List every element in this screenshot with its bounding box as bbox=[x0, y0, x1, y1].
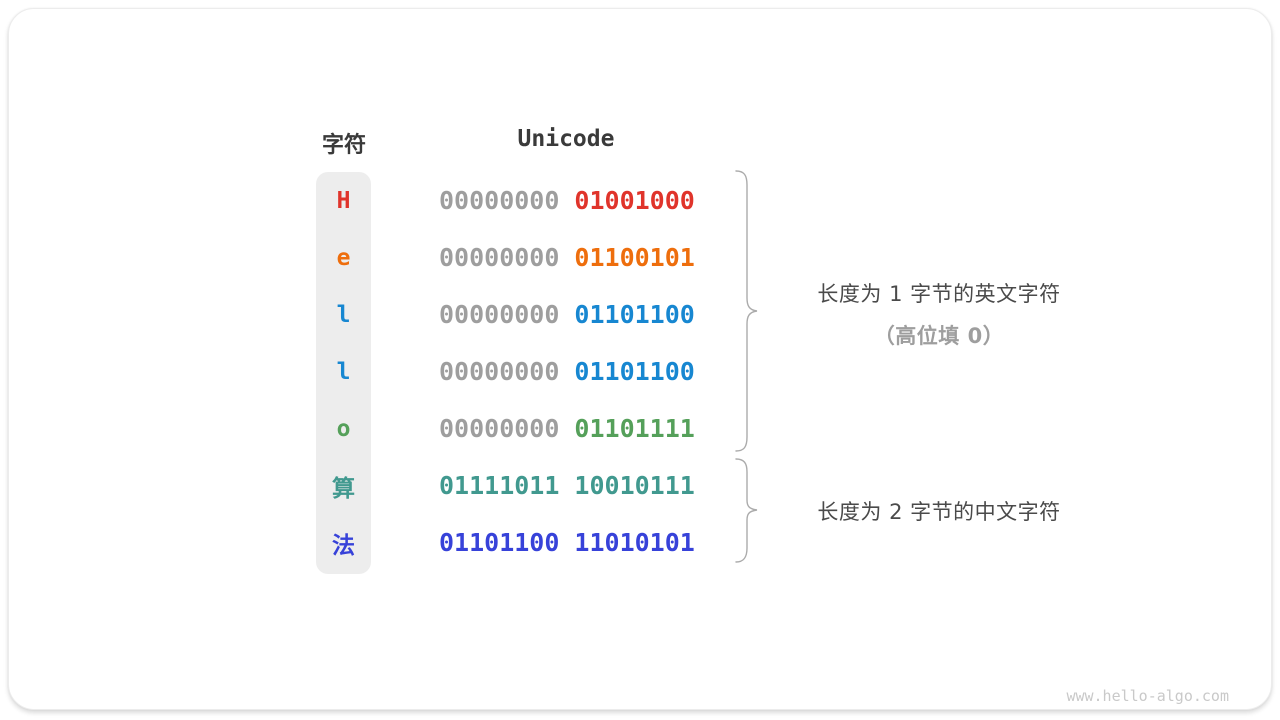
char-label: 法 bbox=[332, 532, 355, 559]
encoding-table: H 00000000 01001000 e 00000000 01100101 … bbox=[9, 172, 1280, 571]
annotation-text: 长度为 1 字节的英文字符 bbox=[817, 282, 1061, 306]
high-byte: 00000000 bbox=[439, 414, 560, 443]
char-column-background bbox=[316, 172, 371, 574]
low-byte: 11010101 bbox=[574, 528, 695, 557]
watermark: www.hello-algo.com bbox=[1066, 687, 1229, 705]
char-label: l bbox=[336, 358, 351, 385]
low-byte: 01101100 bbox=[574, 357, 695, 386]
char-label: o bbox=[336, 415, 351, 442]
char-label: 算 bbox=[332, 475, 355, 502]
table-row-fa: 法 01101100 11010101 bbox=[9, 514, 1280, 571]
table-row-o: o 00000000 01101111 bbox=[9, 400, 1280, 457]
char-label: l bbox=[336, 301, 351, 328]
unicode-binary: 00000000 01100101 bbox=[439, 229, 695, 286]
annotation-english-chars: 长度为 1 字节的英文字符 （高位填 0） bbox=[759, 278, 1119, 350]
low-byte: 10010111 bbox=[574, 471, 695, 500]
column-header-unicode: Unicode bbox=[517, 126, 615, 152]
table-row-H: H 00000000 01001000 bbox=[9, 172, 1280, 229]
column-header-char: 字符 bbox=[321, 133, 366, 158]
annotation-subtext: （高位填 0） bbox=[873, 324, 1005, 348]
table-row-l1: l 00000000 01101100 bbox=[9, 286, 1280, 343]
table-row-l2: l 00000000 01101100 bbox=[9, 343, 1280, 400]
unicode-binary: 00000000 01101100 bbox=[439, 286, 695, 343]
unicode-binary: 01111011 10010111 bbox=[439, 457, 695, 514]
unicode-binary: 00000000 01101100 bbox=[439, 343, 695, 400]
unicode-binary: 00000000 01001000 bbox=[439, 172, 695, 229]
low-byte: 01001000 bbox=[574, 186, 695, 215]
high-byte: 00000000 bbox=[439, 243, 560, 272]
unicode-binary: 01101100 11010101 bbox=[439, 514, 695, 571]
annotation-text: 长度为 2 字节的中文字符 bbox=[817, 500, 1061, 524]
high-byte: 00000000 bbox=[439, 186, 560, 215]
low-byte: 01101111 bbox=[574, 414, 695, 443]
char-label: H bbox=[336, 187, 351, 214]
low-byte: 01100101 bbox=[574, 243, 695, 272]
figure-card: 字符 Unicode H 00000000 01001000 e 0000000… bbox=[8, 8, 1272, 710]
char-label: e bbox=[336, 244, 351, 271]
table-row-e: e 00000000 01100101 bbox=[9, 229, 1280, 286]
high-byte: 01111011 bbox=[439, 471, 560, 500]
annotation-chinese-chars: 长度为 2 字节的中文字符 bbox=[759, 496, 1119, 526]
unicode-binary: 00000000 01101111 bbox=[439, 400, 695, 457]
low-byte: 01101100 bbox=[574, 300, 695, 329]
high-byte: 01101100 bbox=[439, 528, 560, 557]
high-byte: 00000000 bbox=[439, 300, 560, 329]
curly-brace-group1-icon bbox=[735, 170, 758, 452]
curly-brace-group2-icon bbox=[735, 458, 758, 563]
high-byte: 00000000 bbox=[439, 357, 560, 386]
table-row-suan: 算 01111011 10010111 bbox=[9, 457, 1280, 514]
